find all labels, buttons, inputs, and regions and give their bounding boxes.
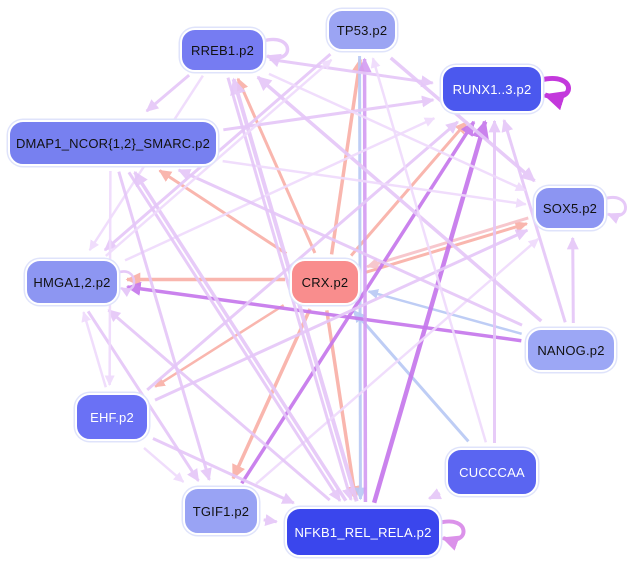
graph-node-runx[interactable]: RUNX1..3.p2 [441, 65, 543, 113]
graph-node-label: CRX.p2 [301, 274, 349, 290]
edge-nfkb1-dmap1 [133, 170, 348, 502]
edge-hmga-tp53 [105, 58, 333, 257]
edge-nanog-dmap1 [177, 168, 523, 327]
graph-node-label: RUNX1..3.p2 [452, 81, 532, 97]
graph-node-label: EHF.p2 [90, 409, 134, 425]
graph-node-label: SOX5.p2 [542, 200, 598, 216]
edge-dmap1-tgif1 [117, 171, 212, 481]
edge-nfkb1-hmga [107, 308, 331, 502]
edge-tgif1-runx [240, 120, 476, 485]
graph-node-tp53[interactable]: TP53.p2 [327, 9, 397, 51]
edge-rreb1-nfkb1 [226, 77, 354, 501]
edge-rreb1-dmap1 [145, 73, 191, 113]
graph-node-nanog[interactable]: NANOG.p2 [526, 328, 616, 372]
self-loop-nfkb1 [438, 519, 466, 551]
graph-node-cucccaa[interactable]: CUCCCAA [446, 448, 538, 496]
self-loop-rreb1 [262, 37, 290, 68]
self-loop-hmga [116, 270, 136, 297]
edge-tgif1-nfkb1 [263, 514, 278, 527]
edge-ehf-sox5 [154, 228, 529, 402]
self-loop-runx [540, 76, 571, 111]
edge-cucccaa-tp53 [370, 57, 488, 443]
edge-nanog-crx [367, 289, 522, 335]
graph-node-tgif1[interactable]: TGIF1.p2 [183, 487, 259, 535]
graph-node-crx[interactable]: CRX.p2 [290, 259, 360, 305]
graph-node-label: TGIF1.p2 [192, 503, 250, 519]
edge-dmap1-nfkb1 [127, 171, 342, 502]
graph-node-label: NFKB1_REL_RELA.p2 [294, 524, 432, 540]
graph-node-ehf[interactable]: EHF.p2 [75, 393, 149, 441]
edge-nfkb1-tp53 [357, 57, 372, 502]
graph-node-label: NANOG.p2 [537, 342, 605, 358]
graph-node-label: TP53.p2 [336, 22, 388, 38]
edge-ehf-tgif1 [143, 446, 185, 483]
edge-nanog-sox5 [566, 236, 579, 323]
edge-nanog-hmga [125, 281, 522, 343]
edge-dmap1-sox5 [222, 159, 527, 208]
edge-cucccaa-nfkb1 [428, 488, 443, 500]
edge-crx-tp53 [329, 57, 366, 255]
self-loop-sox5 [603, 196, 627, 224]
edge-rreb1-runx [269, 57, 434, 88]
edge-tp53-sox5 [389, 56, 536, 183]
graph-node-label: CUCCCAA [459, 464, 525, 480]
edge-nfkb1-runx [371, 119, 489, 504]
graph-node-rreb1[interactable]: RREB1.p2 [180, 28, 265, 72]
graph-node-nfkb1[interactable]: NFKB1_REL_RELA.p2 [285, 507, 441, 557]
graph-node-label: RREB1.p2 [190, 42, 255, 58]
edge-rreb1-sox5 [268, 72, 527, 192]
graph-node-hmga[interactable]: HMGA1,2.p2 [25, 259, 119, 305]
graph-node-label: HMGA1,2.p2 [33, 274, 111, 290]
graph-node-dmap1[interactable]: DMAP1_NCOR{1,2}_SMARC.p2 [8, 120, 218, 166]
edge-crx-rreb1 [236, 77, 317, 254]
graph-node-sox5[interactable]: SOX5.p2 [534, 186, 606, 230]
graph-node-label: DMAP1_NCOR{1,2}_SMARC.p2 [15, 135, 211, 151]
edge-ehf-hmga [81, 311, 108, 388]
